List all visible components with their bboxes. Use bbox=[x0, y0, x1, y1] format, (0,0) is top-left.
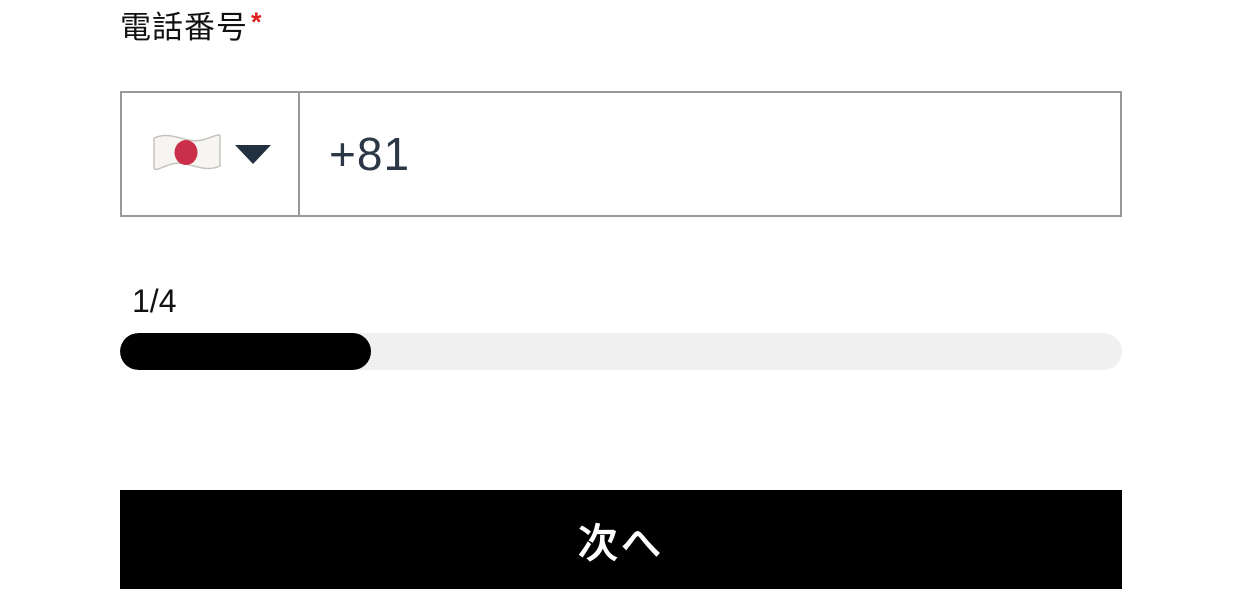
next-button[interactable]: 次へ bbox=[120, 490, 1122, 589]
input-divider bbox=[298, 93, 300, 215]
phone-input-group bbox=[120, 91, 1122, 217]
phone-number-label-text: 電話番号 bbox=[120, 10, 248, 45]
caret-down-icon bbox=[234, 145, 271, 167]
japan-flag-icon bbox=[150, 129, 224, 180]
progress-bar-fill bbox=[120, 333, 371, 370]
required-asterisk: * bbox=[251, 7, 263, 37]
phone-number-input[interactable] bbox=[300, 93, 1120, 215]
phone-number-label: 電話番号* bbox=[120, 7, 1122, 49]
progress-bar-track bbox=[120, 333, 1122, 370]
next-button-label: 次へ bbox=[578, 521, 664, 566]
country-code-selector[interactable] bbox=[122, 93, 298, 215]
progress-step-label: 1/4 bbox=[132, 283, 177, 319]
